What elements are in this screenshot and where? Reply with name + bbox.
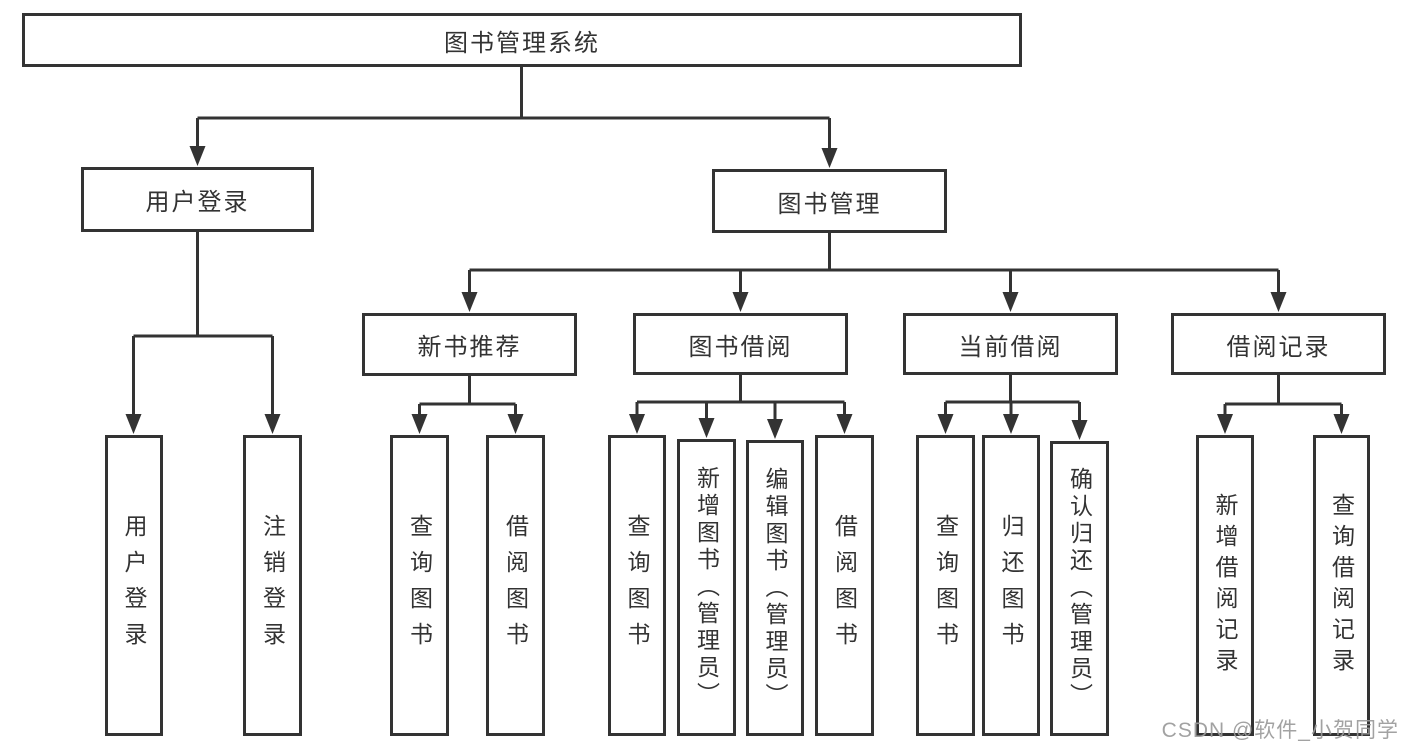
node-borrowing-records: 借阅记录: [1171, 313, 1386, 375]
leaf-confirm-return-admin-label: 确认归还（管理员）: [1066, 467, 1093, 710]
leaf-current-query-book: 查询图书: [916, 435, 975, 736]
leaf-borrowing-query-book-label: 查询图书: [624, 513, 650, 658]
leaf-user-login-label: 用户登录: [121, 513, 147, 658]
node-new-book-recommend: 新书推荐: [362, 313, 577, 376]
node-book-management-label: 图书管理: [777, 190, 882, 218]
csdn-watermark: CSDN @软件_小贺同学: [1161, 719, 1399, 742]
node-book-management: 图书管理: [712, 169, 947, 233]
leaf-edit-book-admin: 编辑图书（管理员）: [746, 440, 804, 736]
node-new-book-recommend-label: 新书推荐: [417, 334, 522, 361]
leaf-logout-login: 注销登录: [243, 435, 302, 736]
leaf-user-login: 用户登录: [105, 435, 163, 736]
leaf-return-book-label: 归还图书: [998, 513, 1024, 658]
leaf-recommend-borrow-book: 借阅图书: [486, 435, 545, 736]
leaf-logout-login-label: 注销登录: [259, 513, 286, 658]
node-current-borrowing-label: 当前借阅: [958, 333, 1063, 361]
node-user-login: 用户登录: [81, 167, 314, 232]
node-book-borrowing: 图书借阅: [633, 313, 848, 375]
leaf-borrowing-query-book: 查询图书: [608, 435, 666, 736]
node-user-login-label: 用户登录: [145, 189, 250, 216]
leaf-recommend-query-book: 查询图书: [390, 435, 449, 736]
leaf-add-borrow-record-label: 新增借阅记录: [1212, 492, 1238, 679]
leaf-recommend-query-book-label: 查询图书: [406, 513, 433, 658]
leaf-edit-book-admin-label: 编辑图书（管理员）: [762, 466, 788, 710]
leaf-borrowing-borrow-book: 借阅图书: [815, 435, 874, 736]
node-root-label: 图书管理系统: [444, 29, 600, 57]
node-current-borrowing: 当前借阅: [903, 313, 1118, 375]
leaf-confirm-return-admin: 确认归还（管理员）: [1050, 441, 1109, 736]
leaf-query-borrow-record: 查询借阅记录: [1313, 435, 1370, 736]
leaf-return-book: 归还图书: [982, 435, 1040, 736]
leaf-current-query-book-label: 查询图书: [932, 513, 959, 658]
leaf-recommend-borrow-book-label: 借阅图书: [502, 513, 529, 658]
leaf-query-borrow-record-label: 查询借阅记录: [1328, 492, 1355, 679]
leaf-add-book-admin-label: 新增图书（管理员）: [693, 466, 720, 709]
node-borrowing-records-label: 借阅记录: [1226, 333, 1331, 361]
leaf-add-borrow-record: 新增借阅记录: [1196, 435, 1254, 736]
node-book-borrowing-label: 图书借阅: [688, 333, 793, 361]
leaf-add-book-admin: 新增图书（管理员）: [677, 439, 736, 736]
node-root: 图书管理系统: [22, 13, 1022, 67]
leaf-borrowing-borrow-book-label: 借阅图书: [831, 513, 858, 658]
